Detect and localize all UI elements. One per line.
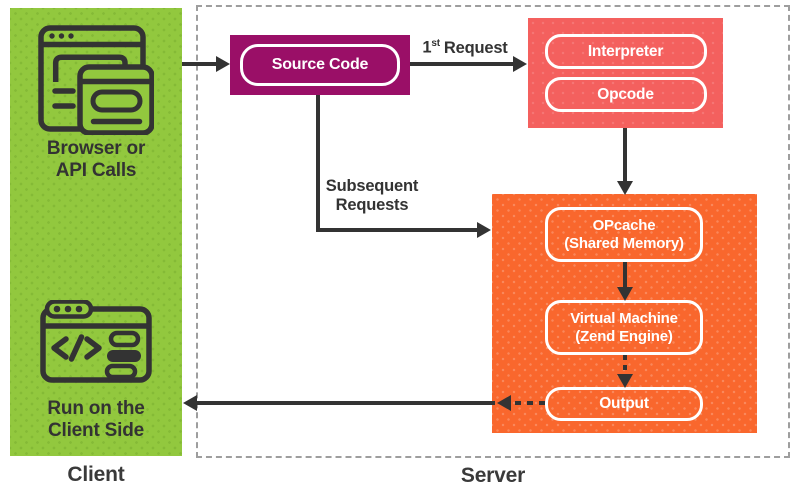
server-boundary	[196, 5, 790, 458]
opcache-label-line1: OPcache	[592, 216, 656, 234]
client-caption-top: Browser or API Calls	[10, 138, 182, 182]
browser-windows-icon	[38, 25, 154, 135]
caption-line: Run on the	[47, 398, 145, 419]
caption-line: Client Side	[48, 420, 144, 441]
output-label: Output	[599, 395, 649, 412]
client-footer-label: Client	[67, 463, 125, 486]
caption-line: API Calls	[55, 160, 137, 181]
opcache-pill: OPcache (Shared Memory)	[545, 207, 703, 262]
vm-label-line1: Virtual Machine	[570, 309, 678, 327]
vm-label-line2: (Zend Engine)	[575, 327, 673, 345]
interpreter-label: Interpreter	[587, 42, 664, 60]
output-pill: Output	[545, 387, 703, 421]
source-code-label: Source Code	[271, 56, 369, 73]
virtual-machine-pill: Virtual Machine (Zend Engine)	[545, 300, 703, 355]
source-code-pill: Source Code	[240, 44, 400, 86]
caption-line: Browser or	[46, 138, 146, 159]
interpreter-pill: Interpreter	[544, 34, 707, 69]
opcode-label: Opcode	[597, 85, 654, 103]
source-code-box: Source Code	[230, 35, 410, 95]
opcache-group-box: OPcache (Shared Memory) Virtual Machine …	[492, 194, 757, 433]
client-caption-bottom: Run on the Client Side	[10, 398, 182, 442]
client-panel: Browser or API Calls Run on the Client S…	[10, 8, 182, 456]
first-request-text: Request	[443, 38, 508, 57]
server-footer-label: Server	[460, 464, 526, 487]
subsequent-line1: Subsequent	[325, 177, 419, 195]
code-window-icon	[40, 300, 152, 383]
subsequent-line2: Requests	[335, 196, 409, 214]
opcode-pill: Opcode	[544, 77, 707, 112]
opcache-label-line2: (Shared Memory)	[564, 234, 684, 252]
first-request-number: 1	[422, 38, 432, 57]
first-request-ordinal: st	[431, 38, 440, 49]
interpreter-group-box: Interpreter Opcode	[528, 18, 723, 128]
subsequent-requests-label: Subsequent Requests	[312, 177, 432, 215]
